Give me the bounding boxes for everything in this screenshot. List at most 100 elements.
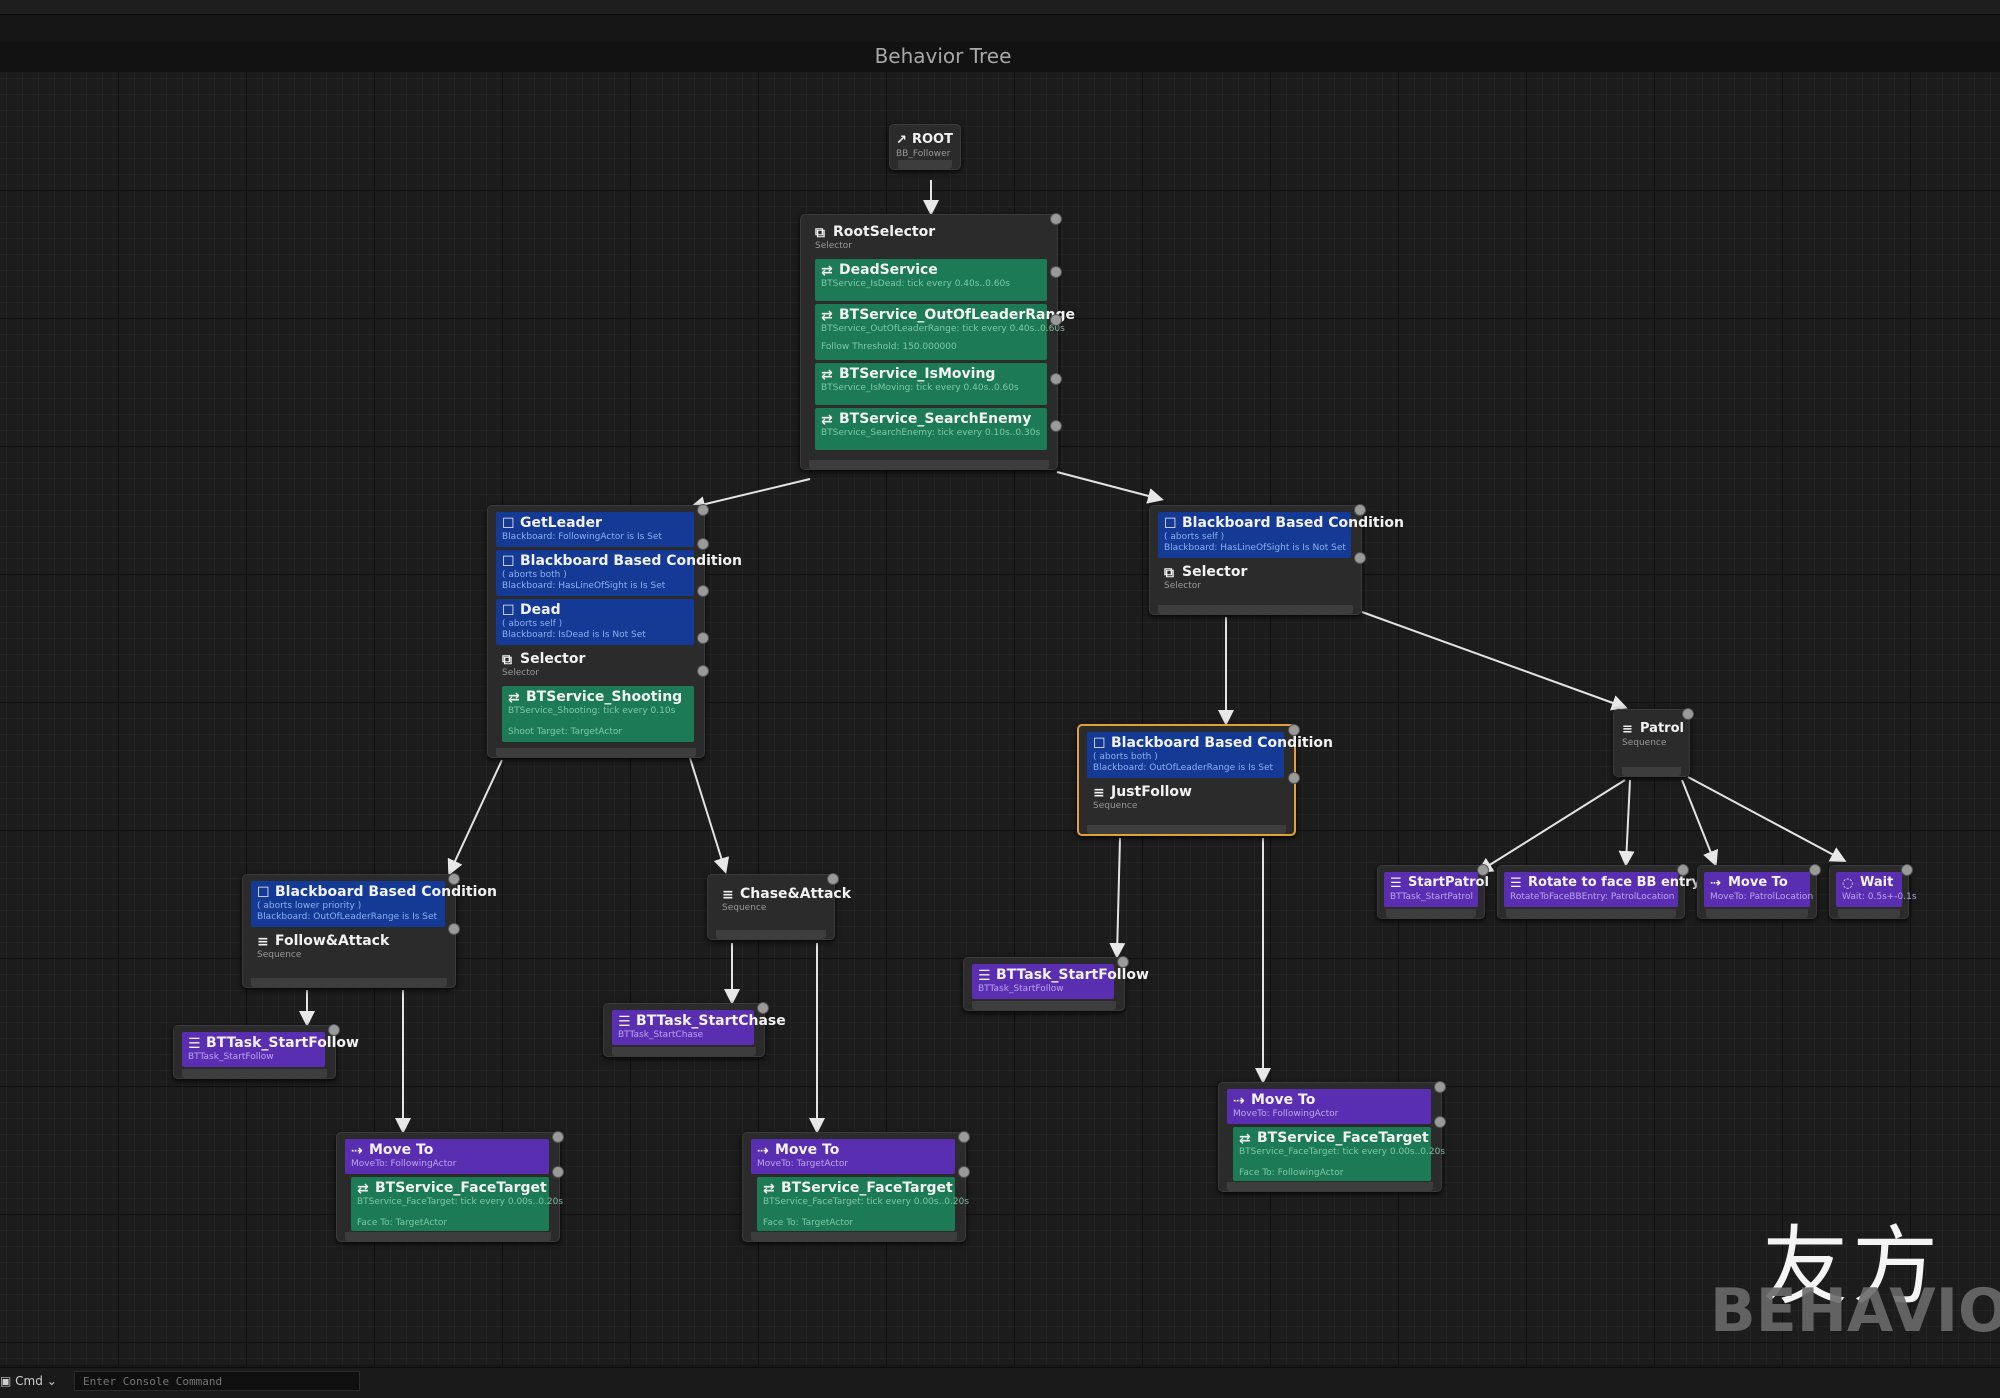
- task-rotate-to-face-node[interactable]: ☰Rotate to face BB entry RotateToFaceBBE…: [1497, 864, 1700, 919]
- pin[interactable]: [1434, 1081, 1446, 1093]
- move-to-following-actor-node-2[interactable]: ⇢Move To MoveTo: FollowingActor ⇄BTServi…: [1218, 1081, 1446, 1192]
- move-to-following-actor-node[interactable]: ⇢Move To MoveTo: FollowingActor ⇄BTServi…: [336, 1131, 564, 1242]
- connection-wires: [299, 180, 1847, 1134]
- top-toolbar: [0, 0, 2000, 15]
- composite-selector-right[interactable]: ⧉Selector Selector: [1158, 561, 1351, 596]
- pin[interactable]: [697, 538, 709, 550]
- chase-attack-node[interactable]: ≡Chase&Attack Sequence: [707, 873, 851, 940]
- watermark-english: BEHAVIOR: [1710, 1276, 2000, 1346]
- decorator-has-line-of-sight[interactable]: ☐Blackboard Based Condition ( aborts bot…: [496, 550, 742, 596]
- pin[interactable]: [1434, 1116, 1446, 1128]
- pin[interactable]: [1677, 864, 1689, 876]
- sequence-icon: ≡: [722, 887, 734, 903]
- pin[interactable]: [697, 632, 709, 644]
- pin[interactable]: [552, 1131, 564, 1143]
- pin[interactable]: [1117, 956, 1129, 968]
- service-shooting[interactable]: ⇄BTService_Shooting BTService_Shooting: …: [502, 686, 694, 742]
- pin[interactable]: [958, 1131, 970, 1143]
- terminal-icon: ▣: [0, 1374, 12, 1388]
- service-is-moving[interactable]: ⇄BTService_IsMoving BTService_IsMoving: …: [815, 363, 1047, 405]
- task-icon: ☰: [188, 1036, 201, 1052]
- wire-patrol-to-startpatrol: [1476, 779, 1626, 874]
- pin[interactable]: [757, 1002, 769, 1014]
- task-move-to-patrol-node[interactable]: ⇢Move To MoveTo: PatrolLocation: [1697, 864, 1821, 919]
- decorator-icon: ☐: [502, 516, 515, 532]
- service-face-target[interactable]: ⇄BTService_FaceTarget BTService_FaceTarg…: [757, 1177, 969, 1231]
- decorator-icon: ☐: [257, 885, 270, 901]
- pin[interactable]: [1288, 724, 1300, 736]
- move-icon: ⇢: [1233, 1093, 1245, 1109]
- service-icon: ⇄: [357, 1181, 369, 1197]
- decorator-icon: ☐: [1164, 516, 1177, 532]
- pin[interactable]: [1477, 864, 1489, 876]
- task-start-patrol-node[interactable]: ☰StartPatrol BTTask_StartPatrol: [1377, 864, 1489, 919]
- pin[interactable]: [958, 1166, 970, 1178]
- pin[interactable]: [448, 873, 460, 885]
- composite-follow-attack[interactable]: ≡Follow&Attack Sequence: [251, 930, 445, 965]
- service-face-target[interactable]: ⇄BTService_FaceTarget BTService_FaceTarg…: [1233, 1127, 1445, 1181]
- decorator-get-leader[interactable]: ☐GetLeader Blackboard: FollowingActor is…: [496, 512, 694, 547]
- pin[interactable]: [1354, 504, 1366, 516]
- root-selector-title: ⧉RootSelector: [815, 224, 936, 241]
- pin[interactable]: [1682, 708, 1694, 720]
- chevron-down-icon: ⌄: [46, 1374, 57, 1388]
- pin[interactable]: [697, 665, 709, 677]
- graph-title: Behavior Tree: [874, 44, 1012, 68]
- right-branch-node[interactable]: ☐Blackboard Based Condition ( aborts sel…: [1149, 504, 1404, 615]
- service-face-target[interactable]: ⇄BTService_FaceTarget BTService_FaceTarg…: [351, 1177, 563, 1231]
- pin[interactable]: [1050, 266, 1062, 278]
- selector-icon: ⧉: [502, 652, 512, 668]
- console-command-input[interactable]: [74, 1371, 360, 1391]
- service-icon: ⇄: [763, 1181, 775, 1197]
- wire-right-to-patrol: [1361, 611, 1628, 711]
- combat-branch-node[interactable]: ☐GetLeader Blackboard: FollowingActor is…: [487, 504, 742, 758]
- task-wait-node[interactable]: ◌Wait Wait: 0.5s+-0.1s: [1829, 864, 1917, 919]
- pin[interactable]: [1050, 314, 1062, 326]
- wire-patrol-to-wait: [1687, 776, 1847, 862]
- pin[interactable]: [1354, 552, 1366, 564]
- composite-just-follow[interactable]: ≡JustFollow Sequence: [1087, 781, 1284, 816]
- behavior-tree-graph[interactable]: ↗ROOT BB_Follower ⧉RootSelector Selector…: [0, 72, 2000, 1365]
- task-start-chase-node[interactable]: ☰BTTask_StartChase BTTask_StartChase: [603, 1002, 786, 1057]
- pin[interactable]: [697, 585, 709, 597]
- wait-icon: ◌: [1842, 876, 1854, 891]
- decorator-icon: ☐: [502, 554, 515, 570]
- decorator-out-of-leader-range[interactable]: ☐Blackboard Based Condition ( aborts low…: [251, 881, 497, 927]
- decorator-dead[interactable]: ☐Dead ( aborts self ) Blackboard: IsDead…: [496, 599, 694, 645]
- pin[interactable]: [1050, 420, 1062, 432]
- decorator-no-line-of-sight[interactable]: ☐Blackboard Based Condition ( aborts sel…: [1158, 512, 1404, 558]
- pin[interactable]: [1901, 864, 1913, 876]
- pin[interactable]: [1809, 864, 1821, 876]
- root-node[interactable]: ↗ROOT BB_Follower: [889, 124, 961, 170]
- selector-icon: ⧉: [1164, 565, 1174, 581]
- follow-attack-node[interactable]: ☐Blackboard Based Condition ( aborts low…: [242, 873, 497, 988]
- root-subtitle: BB_Follower: [896, 149, 951, 159]
- patrol-node[interactable]: ≡Patrol Sequence: [1613, 708, 1694, 777]
- wire-justfollow-to-startfollow2: [1109, 837, 1126, 959]
- service-icon: ⇄: [821, 367, 833, 383]
- cmd-dropdown[interactable]: ▣ Cmd ⌄: [0, 1374, 57, 1388]
- wire-rootselector-to-combat: [689, 478, 811, 512]
- just-follow-node[interactable]: ☐Blackboard Based Condition ( aborts bot…: [1077, 724, 1333, 836]
- service-out-of-leader-range[interactable]: ⇄BTService_OutOfLeaderRange BTService_Ou…: [815, 304, 1075, 360]
- task-start-follow-node[interactable]: ☰BTTask_StartFollow BTTask_StartFollow: [173, 1024, 359, 1079]
- task-start-follow-node-2[interactable]: ☰BTTask_StartFollow BTTask_StartFollow: [963, 956, 1149, 1011]
- move-to-target-actor-node[interactable]: ⇢Move To MoveTo: TargetActor ⇄BTService_…: [742, 1131, 970, 1242]
- pin[interactable]: [328, 1024, 340, 1036]
- task-icon: ☰: [1390, 876, 1402, 891]
- pin[interactable]: [697, 504, 709, 516]
- pin[interactable]: [827, 873, 839, 885]
- service-dead[interactable]: ⇄DeadService BTService_IsDead: tick ever…: [815, 259, 1047, 301]
- graph-title-bar: [0, 42, 2000, 72]
- service-search-enemy[interactable]: ⇄BTService_SearchEnemy BTService_SearchE…: [815, 408, 1047, 450]
- pin[interactable]: [1050, 373, 1062, 385]
- task-icon: ☰: [1510, 876, 1522, 891]
- pin[interactable]: [448, 923, 460, 935]
- wire-combat-to-chaseattack: [689, 757, 730, 874]
- pin[interactable]: [1288, 772, 1300, 784]
- root-selector-node[interactable]: ⧉RootSelector Selector ⇄DeadService BTSe…: [800, 213, 1075, 470]
- pin[interactable]: [552, 1166, 564, 1178]
- pin[interactable]: [1050, 213, 1062, 225]
- decorator-out-of-leader-range-2[interactable]: ☐Blackboard Based Condition ( aborts bot…: [1087, 732, 1333, 778]
- composite-selector[interactable]: ⧉Selector Selector: [496, 648, 694, 683]
